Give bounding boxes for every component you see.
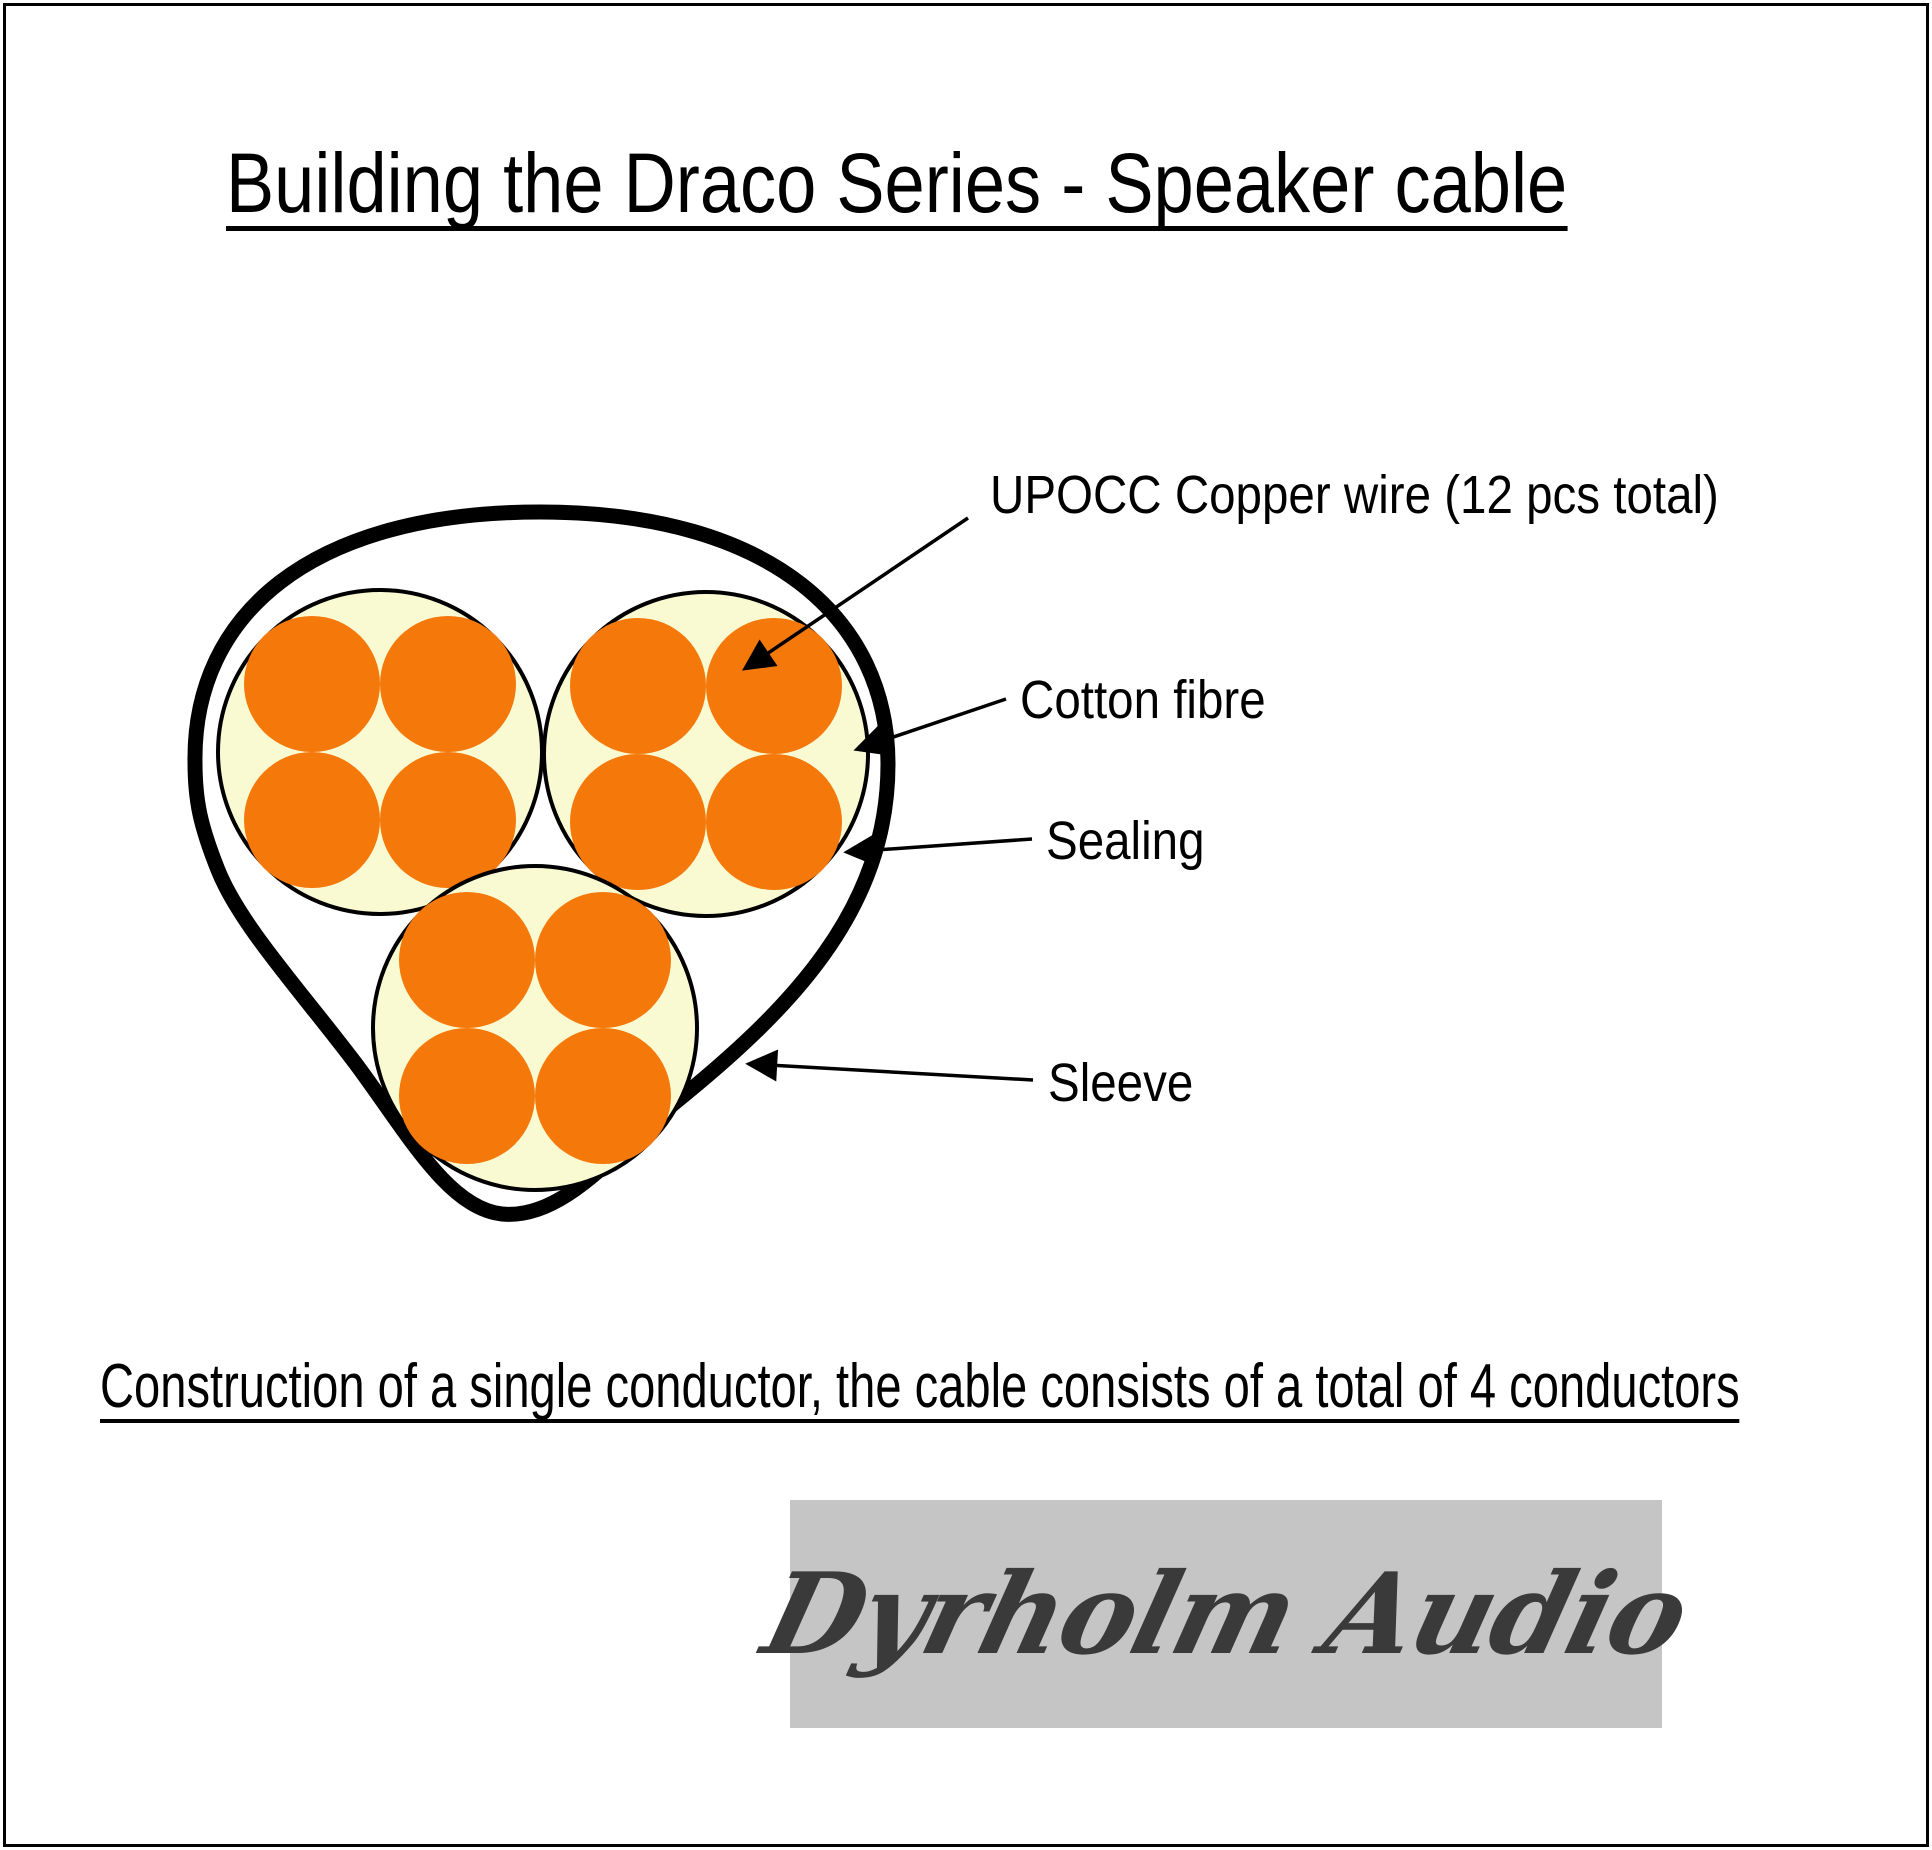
label-sleeve: Sleeve [1048, 1053, 1194, 1113]
copper-wire [399, 892, 535, 1028]
copper-wire [570, 754, 706, 890]
copper-wire [380, 616, 516, 752]
copper-wire [706, 754, 842, 890]
logo-box: Dyrholm Audio [752, 1500, 1700, 1728]
construction-note: Construction of a single conductor, the … [100, 1355, 1740, 1424]
copper-wire [244, 752, 380, 888]
copper-wire [535, 892, 671, 1028]
cotton-fibre-arrow [853, 697, 1007, 756]
brand-logo-text: Dyrholm Audio [752, 1548, 1700, 1680]
copper-wire [706, 618, 842, 754]
conductor-bundle [216, 588, 544, 916]
conductor-bundle [542, 590, 870, 918]
copper-wire [244, 616, 380, 752]
copper-wire [399, 1028, 535, 1164]
label-sealing: Sealing [1046, 811, 1205, 871]
copper-wire-arrow [742, 516, 969, 671]
page-title: Building the Draco Series - Speaker cabl… [226, 136, 1568, 231]
label-copper-wire: UPOCC Copper wire (12 pcs total) [990, 465, 1719, 525]
sleeve-arrow [745, 1049, 1034, 1082]
conductor-bundle [371, 864, 699, 1192]
copper-wire [380, 752, 516, 888]
copper-wire [535, 1028, 671, 1164]
label-cotton-fibre: Cotton fibre [1020, 670, 1266, 730]
sealing-arrow [843, 834, 1033, 867]
copper-wire [570, 618, 706, 754]
